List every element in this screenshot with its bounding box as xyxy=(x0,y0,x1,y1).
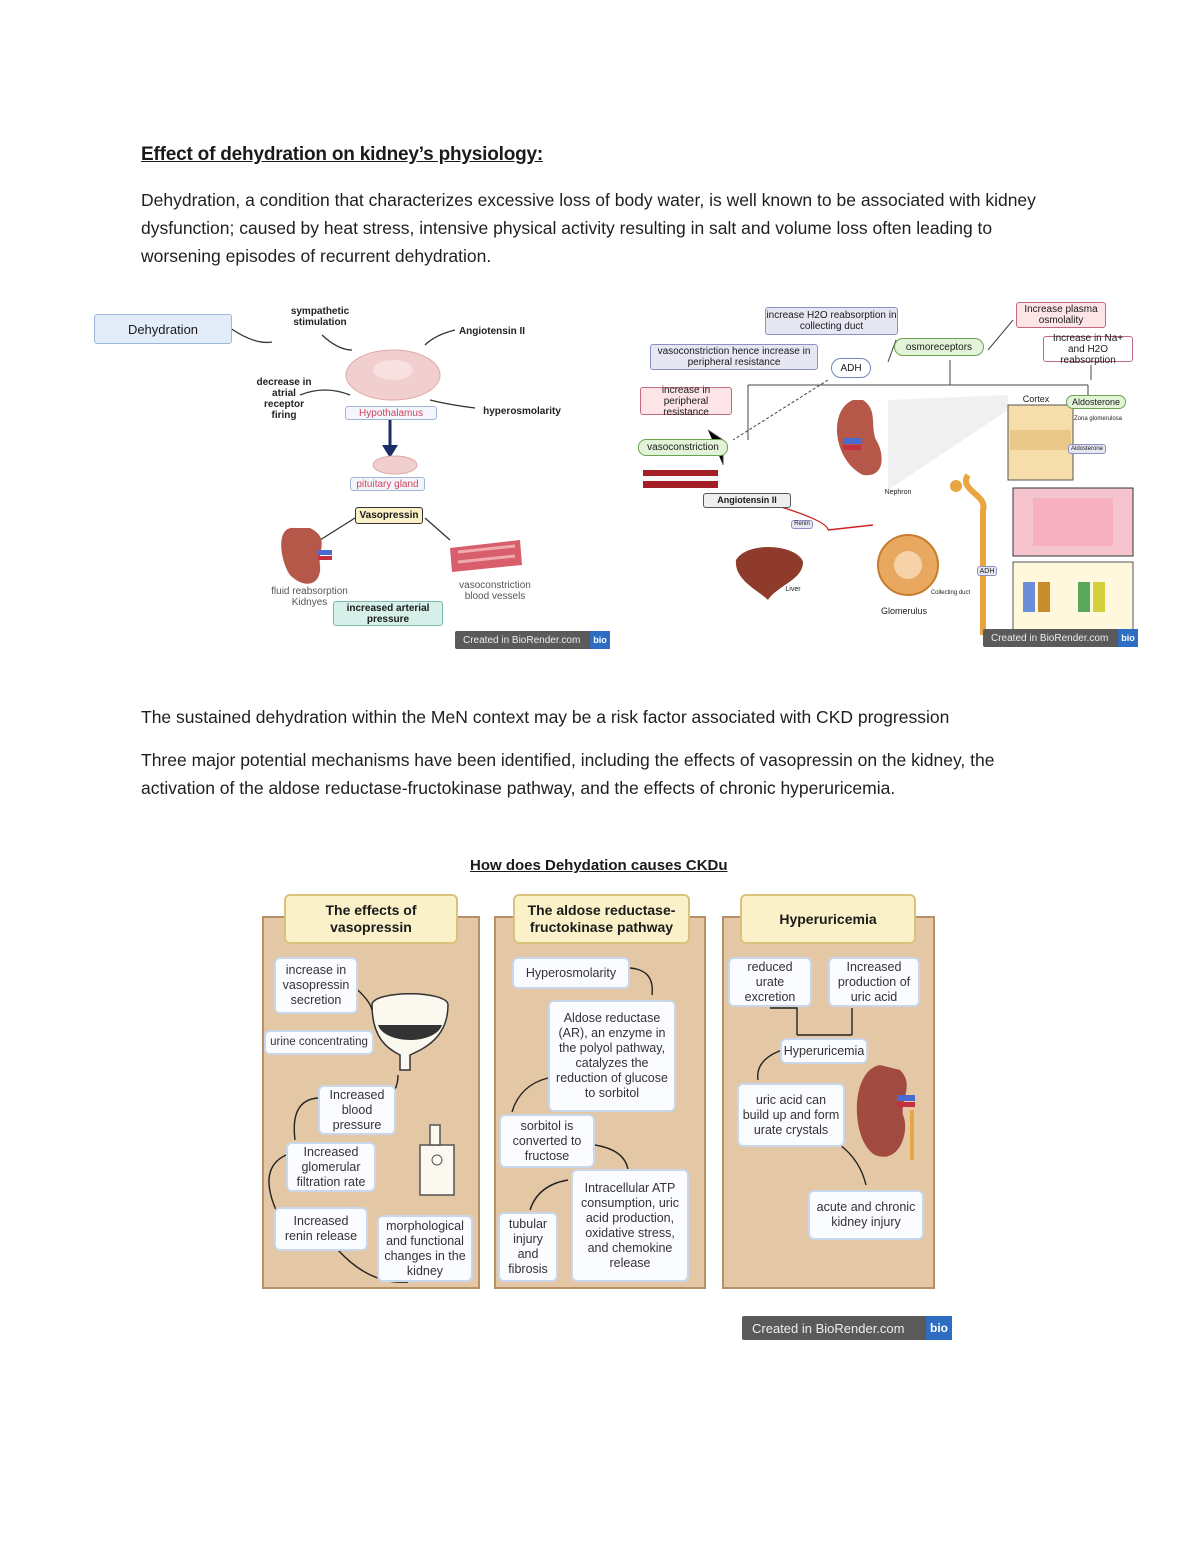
angiotensin-label: Angiotensin II xyxy=(458,326,526,337)
renin-box: Renin xyxy=(791,520,813,529)
fluid-reabsorption-label: fluid reabsorption Kidnyes xyxy=(271,586,348,608)
osmoreceptors-box: osmoreceptors xyxy=(894,338,984,356)
bio-logo: bio xyxy=(590,631,610,649)
nephron-label: Nephron xyxy=(884,489,912,496)
vasopressin-secretion-node: increase in vasopressin secretion xyxy=(274,957,358,1014)
sympathetic-label: sympathetic stimulation xyxy=(290,306,350,328)
vasoconstriction-label: vasoconstriction blood vessels xyxy=(459,580,531,602)
atp-consumption-node: Intracellular ATP consumption, uric acid… xyxy=(571,1169,689,1282)
page-heading: Effect of dehydration on kidney’s physio… xyxy=(141,144,544,165)
panel-aldose-title: The aldose reductase-fructokinase pathwa… xyxy=(513,894,690,944)
zona-label: Zona glomerulosa xyxy=(1073,416,1123,422)
kidney-injury-node: acute and chronic kidney injury xyxy=(808,1190,924,1240)
glomerulus-label: Glomerulus xyxy=(880,606,927,616)
liver-label: Liver xyxy=(785,586,801,593)
biorender-text-3: Created in BioRender.com xyxy=(752,1320,905,1336)
aldose-reductase-node: Aldose reductase (AR), an enzyme in the … xyxy=(548,1000,676,1112)
panel-hyperuricemia-title: Hyperuricemia xyxy=(740,894,916,944)
arterial-pressure-box: increased arterial pressure xyxy=(333,601,443,626)
cortex-label: Cortex xyxy=(1022,394,1050,404)
men-context-paragraph: The sustained dehydration within the MeN… xyxy=(141,707,950,727)
plasma-osmolality-box: Increase plasma osmolality xyxy=(1016,302,1106,328)
vasoconstriction-hence-box: vasoconstriction hence increase in perip… xyxy=(650,344,818,370)
gfr-node: Increased glomerular filtration rate xyxy=(286,1142,376,1192)
collecting-duct-label: Collecting duct xyxy=(930,590,971,596)
renin-release-node: Increased renin release xyxy=(274,1207,368,1251)
peripheral-resistance-box: increase in peripheral resistance xyxy=(640,385,732,418)
vasopressin-box: Vasopressin xyxy=(355,507,423,524)
bio-logo-3: bio xyxy=(926,1316,952,1340)
figure-dehydration-pathway: Dehydration sympathetic stimulation Angi… xyxy=(90,300,615,655)
biorender-badge: Created in BioRender.com bio xyxy=(455,631,610,649)
h2o-reabsorption-box: increase H2O reabsorption in collecting … xyxy=(765,307,898,335)
urate-crystals-node: uric acid can build up and form urate cr… xyxy=(737,1083,845,1147)
hypothalamus-box: Hypothalamus xyxy=(345,406,437,420)
decrease-label: decrease in atrial receptor firing xyxy=(256,377,312,421)
adh-small-box: ADH xyxy=(977,566,997,576)
urine-concentrating-node: urine concentrating xyxy=(264,1030,374,1055)
adh-circle: ADH xyxy=(831,358,871,378)
figure1-arrows xyxy=(229,327,522,584)
bio-logo-2: bio xyxy=(1118,629,1138,647)
biorender-text: Created in BioRender.com xyxy=(463,634,581,646)
hyperosmolarity-node: Hyperosmolarity xyxy=(512,957,630,989)
sorbitol-fructose-node: sorbitol is converted to fructose xyxy=(499,1114,595,1168)
pituitary-box: pituitary gland xyxy=(350,477,425,491)
reduced-urate-node: reduced urate excretion xyxy=(728,957,812,1007)
figure-raas-adh-pathway: increase H2O reabsorption in collecting … xyxy=(638,300,1138,652)
morphological-changes-node: morphological and functional changes in … xyxy=(377,1215,473,1282)
uric-acid-production-node: Increased production of uric acid xyxy=(828,957,920,1007)
biorender-badge-3: Created in BioRender.com bio xyxy=(742,1316,952,1340)
vasoconstriction-box: vasoconstriction xyxy=(638,439,728,456)
intro-paragraph: Dehydration, a condition that characteri… xyxy=(141,190,1036,266)
blood-pressure-node: Increased blood pressure xyxy=(318,1085,396,1135)
hyperuricemia-node: Hyperuricemia xyxy=(780,1038,868,1064)
biorender-text-2: Created in BioRender.com xyxy=(991,632,1109,644)
aldosterone-box: Aldosterone xyxy=(1066,395,1126,409)
tubular-injury-node: tubular injury and fibrosis xyxy=(498,1212,558,1282)
biorender-badge-2: Created in BioRender.com bio xyxy=(983,629,1138,647)
panel-vasopressin-title: The effects of vasopressin xyxy=(284,894,458,944)
dehydration-box: Dehydration xyxy=(94,314,232,344)
angiotensin-box: Angiotensin II xyxy=(703,493,791,508)
hyperosmolarity-label: hyperosmolarity xyxy=(483,406,561,417)
mechanisms-paragraph: Three major potential mechanisms have be… xyxy=(141,750,995,798)
figure3-title: How does Dehydation causes CKDu xyxy=(470,857,728,874)
figure2-arrows xyxy=(643,319,1134,638)
na-h2o-box: Increase in Na+ and H2O reabsorption xyxy=(1043,333,1133,366)
aldosterone-small-box: Aldosterone xyxy=(1068,444,1106,454)
